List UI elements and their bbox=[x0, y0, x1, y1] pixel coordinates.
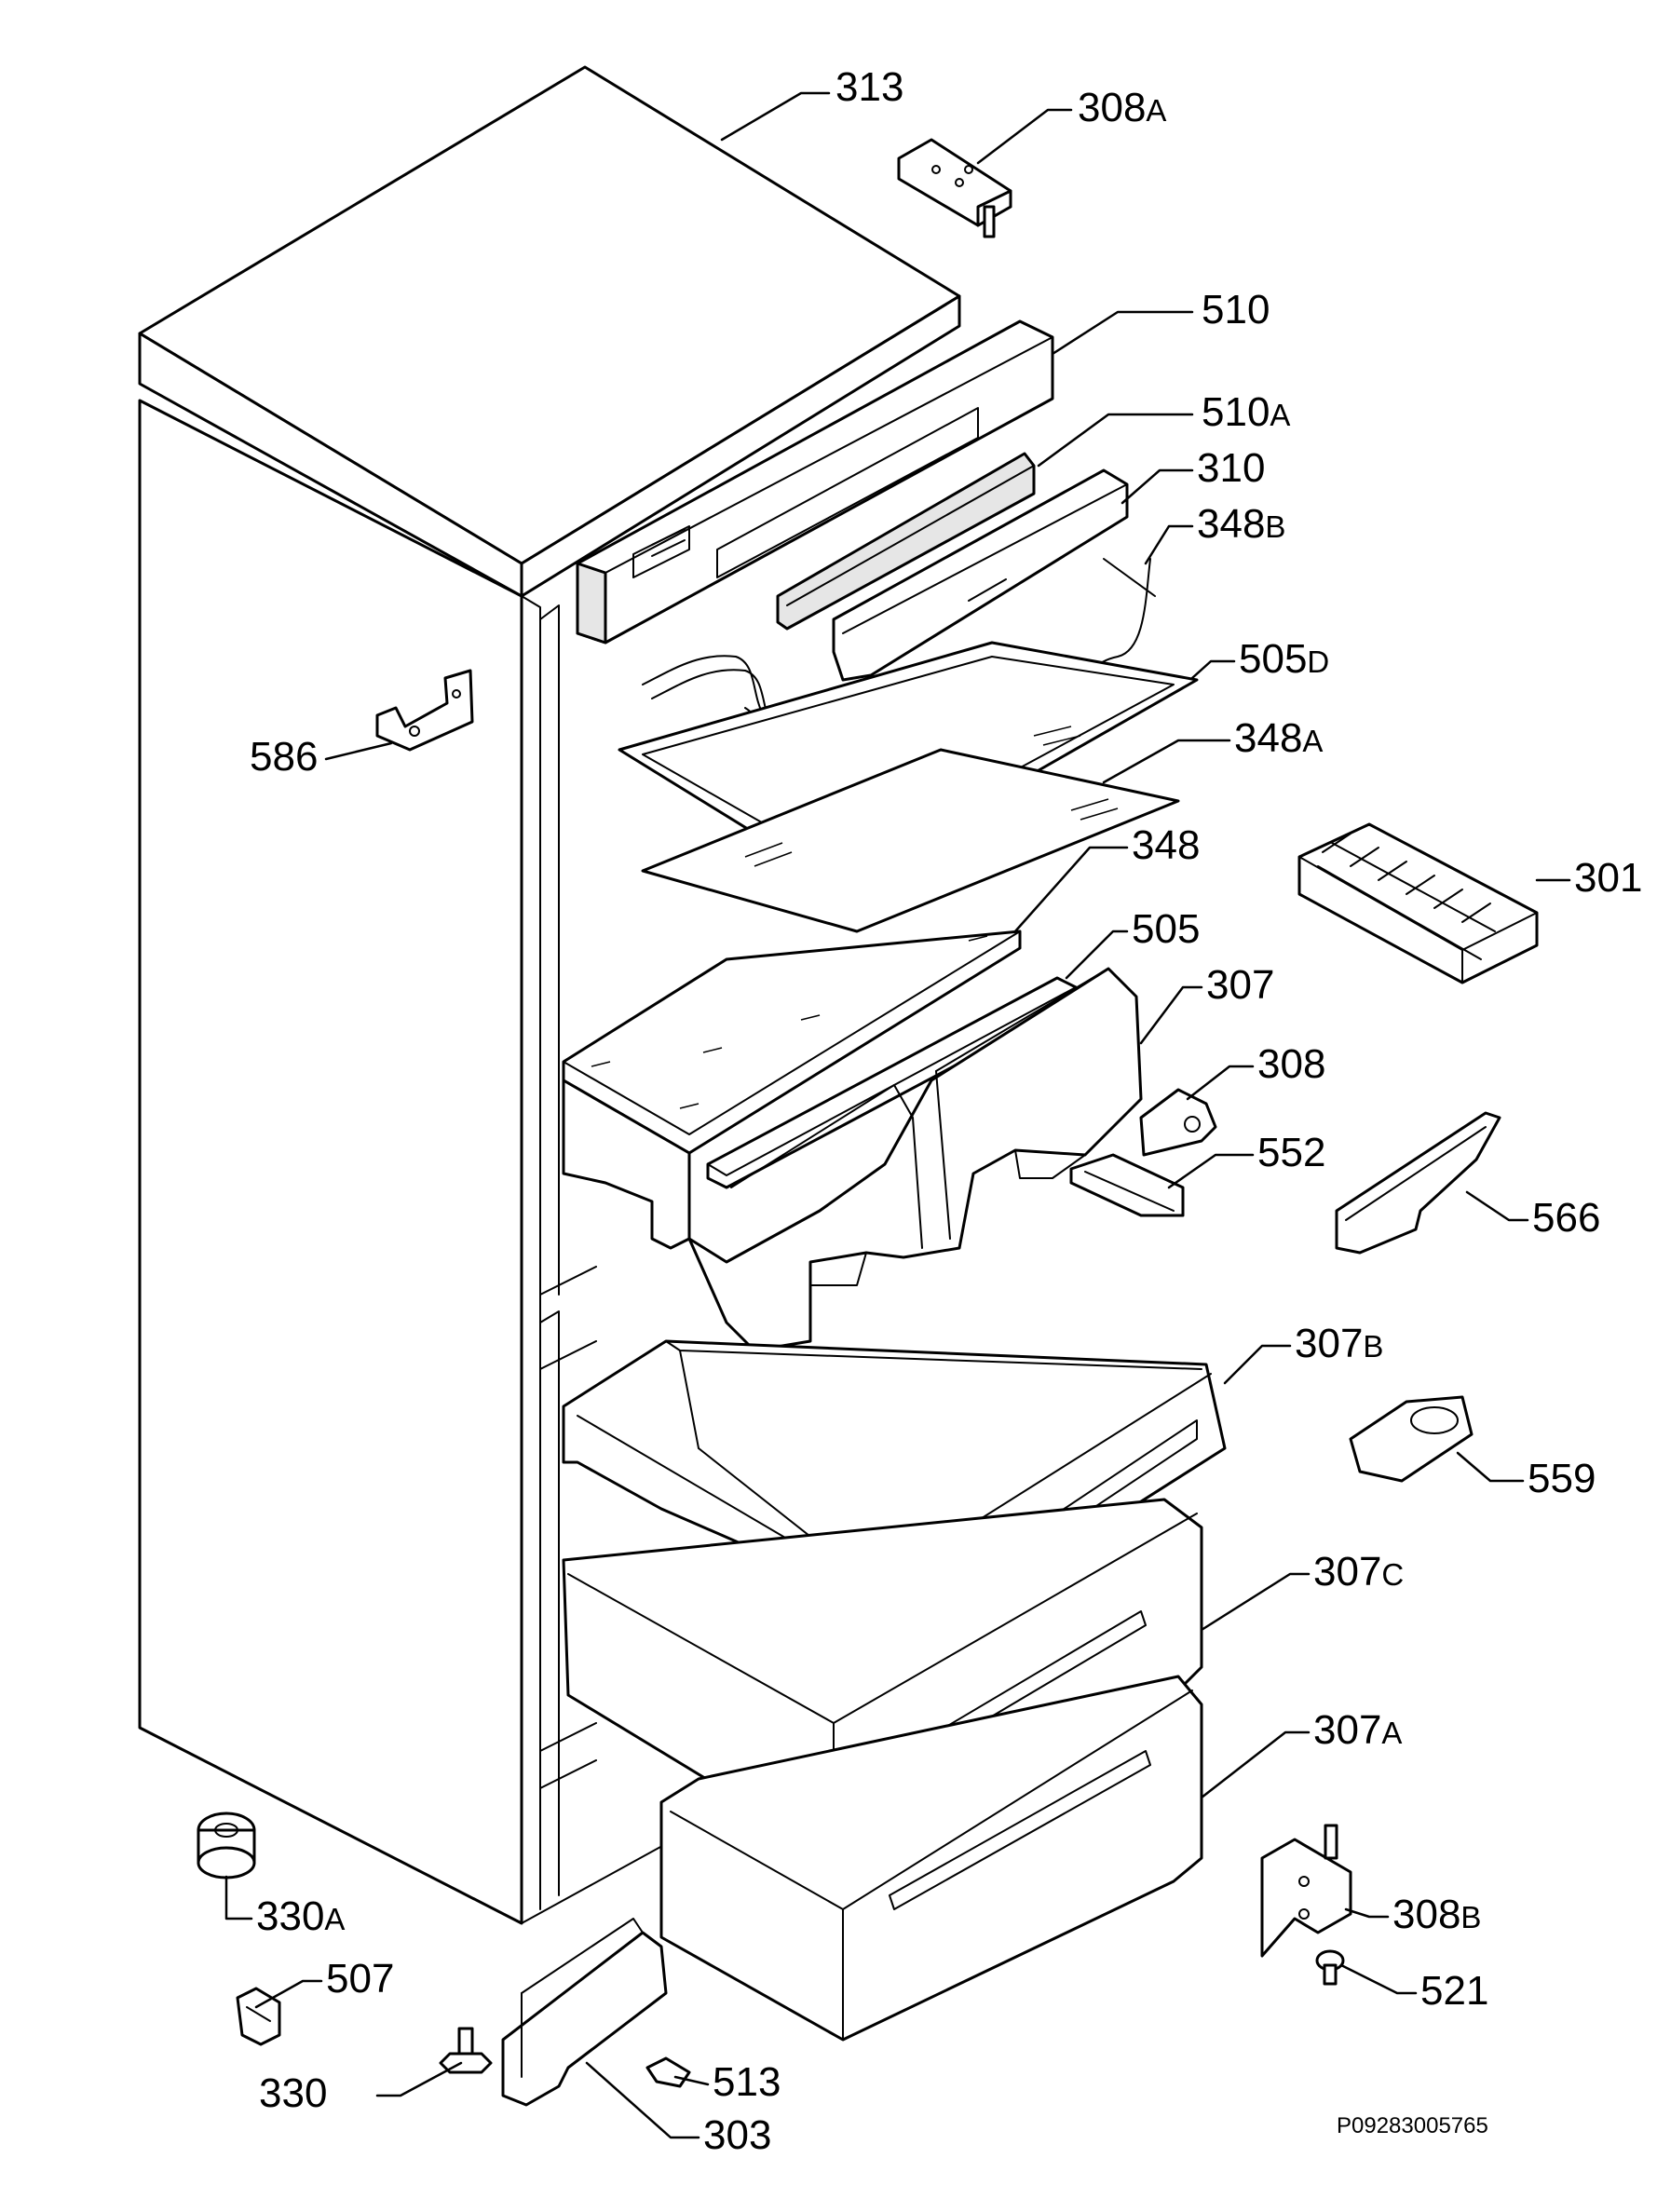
callout-310: 310 bbox=[1197, 445, 1265, 491]
top-hinge-308a bbox=[897, 138, 1012, 238]
callout-510a: 510A bbox=[1202, 389, 1290, 435]
screw-521 bbox=[1315, 1949, 1345, 1986]
tab-513 bbox=[645, 2056, 691, 2088]
callout-521: 521 bbox=[1420, 1968, 1488, 2014]
callout-586: 586 bbox=[250, 734, 318, 780]
callout-348a: 348A bbox=[1234, 715, 1323, 761]
callout-505d: 505D bbox=[1239, 636, 1329, 682]
callout-507: 507 bbox=[326, 1956, 394, 2002]
callout-348: 348 bbox=[1132, 822, 1200, 868]
ice-scoop-566 bbox=[1335, 1111, 1501, 1255]
bracket-308 bbox=[1139, 1088, 1217, 1157]
rail-552 bbox=[1069, 1153, 1185, 1217]
foot-330 bbox=[439, 2027, 493, 2074]
callout-330: 330 bbox=[259, 2070, 327, 2116]
callout-308: 308 bbox=[1257, 1041, 1325, 1087]
clip-507 bbox=[236, 1987, 281, 2046]
crisper-307 bbox=[562, 967, 1143, 1352]
leader-lines bbox=[224, 91, 1571, 2139]
callout-307b: 307B bbox=[1295, 1321, 1383, 1366]
callout-labels: 313 308A 510 510A 310 348B 505D 586 348A… bbox=[250, 64, 1642, 2158]
callout-505: 505 bbox=[1132, 906, 1200, 952]
callout-559: 559 bbox=[1528, 1456, 1596, 1501]
drawing-code: P09283005765 bbox=[1337, 2113, 1488, 2138]
callout-513: 513 bbox=[713, 2059, 781, 2105]
callout-308a: 308A bbox=[1078, 85, 1166, 130]
bracket-586 bbox=[375, 669, 474, 752]
callout-552: 552 bbox=[1257, 1130, 1325, 1175]
caster-cup-330a bbox=[197, 1812, 256, 1880]
callout-348b: 348B bbox=[1197, 501, 1285, 547]
callout-307a: 307A bbox=[1313, 1707, 1402, 1753]
kickplate-303 bbox=[501, 1918, 668, 2107]
callout-308b: 308B bbox=[1392, 1892, 1481, 1937]
callout-307c: 307C bbox=[1313, 1549, 1404, 1595]
callout-313: 313 bbox=[835, 64, 903, 110]
control-panel-510 bbox=[576, 319, 1054, 645]
callout-303: 303 bbox=[703, 2112, 771, 2158]
callout-330a: 330A bbox=[256, 1893, 345, 1939]
hinge-308b bbox=[1260, 1824, 1352, 1958]
callout-301: 301 bbox=[1574, 855, 1642, 901]
callout-566: 566 bbox=[1532, 1195, 1600, 1241]
panel-insert-510a bbox=[776, 452, 1036, 631]
callout-510: 510 bbox=[1202, 287, 1270, 332]
lid-559 bbox=[1349, 1395, 1474, 1483]
callout-307: 307 bbox=[1206, 962, 1274, 1008]
ice-tray-301 bbox=[1297, 822, 1539, 984]
glass-shelf-348a bbox=[641, 748, 1180, 933]
light-cover-310 bbox=[832, 468, 1129, 682]
drawer-307a bbox=[659, 1675, 1203, 2042]
cabinet bbox=[138, 65, 961, 1925]
